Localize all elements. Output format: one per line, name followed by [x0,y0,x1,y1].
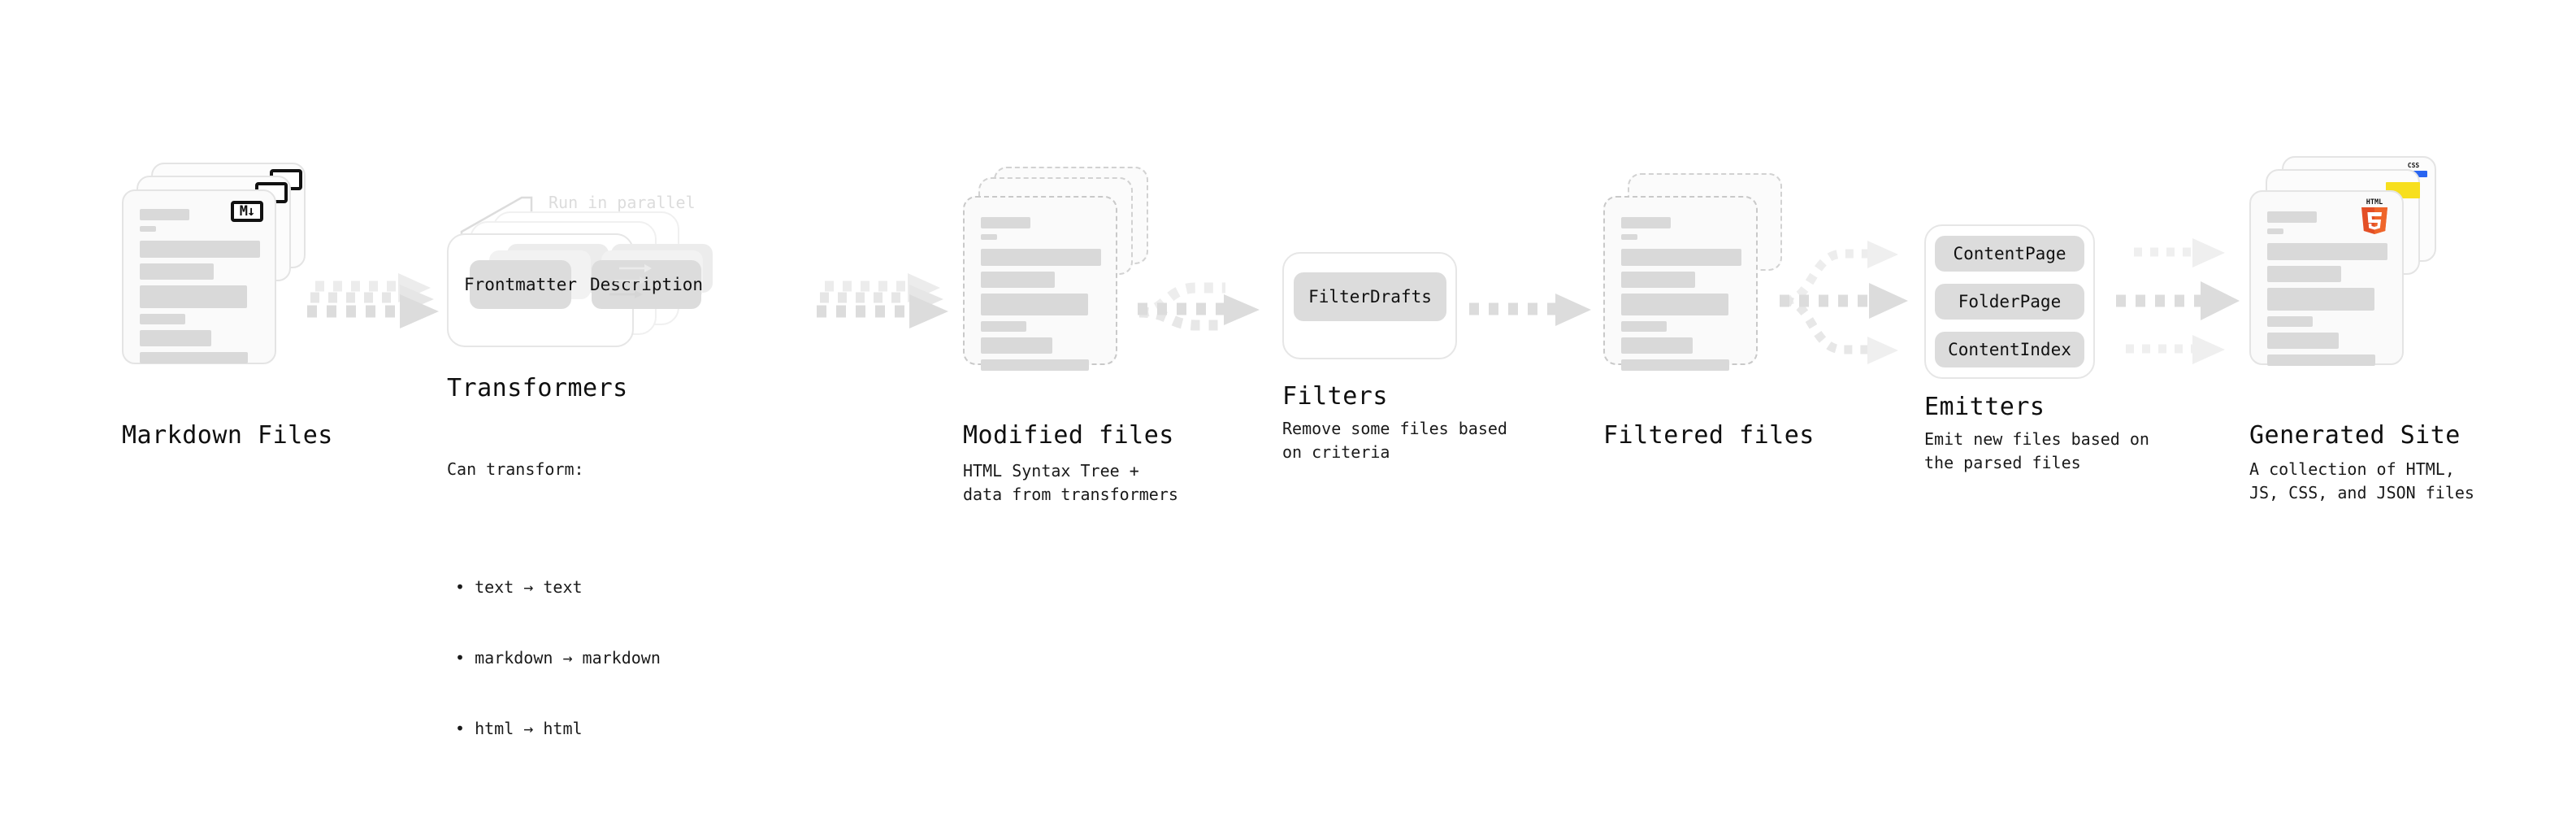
content-bar [2267,228,2284,234]
content-bar [2267,211,2317,223]
stage-subtitle-modified-files: HTML Syntax Tree + data from transformer… [963,461,1178,504]
content-bar [1621,321,1667,332]
content-bar [981,272,1055,288]
svg-text:HTML: HTML [2366,198,2383,207]
css-badge-label: CSS [2407,162,2420,169]
run-in-parallel-label: Run in parallel [549,193,696,212]
content-bar [2267,316,2314,327]
content-bar [2267,266,2341,282]
stage-title-filters: Filters [1282,382,1388,411]
stage-title-modified-files: Modified files [963,421,1174,450]
content-bar [1621,359,1730,371]
modified-file-content [981,217,1104,371]
content-bar [981,359,1090,371]
content-bar [2267,333,2339,349]
stage-subtitle-filters: Remove some files based on criteria [1282,419,1507,462]
content-bar [981,337,1052,354]
content-bar [140,241,261,258]
emitter-chip-folderpage[interactable]: FolderPage [1935,284,2084,320]
stage-title-transformers: Transformers [447,374,628,402]
emitter-chip-contentpage[interactable]: ContentPage [1935,236,2084,272]
markdown-badge: M↓ [231,201,263,222]
content-bar [140,263,214,280]
content-bar [2267,243,2388,260]
html5-badge: HTML [2361,198,2387,234]
conn-filters-to-filtered [1469,294,1591,326]
modified-file-card [963,196,1117,371]
content-bar [981,249,1102,266]
stage-title-markdown-files: Markdown Files [122,421,333,450]
content-bar [1621,249,1742,266]
stage-subtitle-generated-site: A collection of HTML, JS, CSS, and JSON … [2249,459,2474,502]
content-bar [140,209,189,220]
content-bar [2267,288,2374,311]
transformer-chip-frontmatter[interactable]: Frontmatter [464,260,577,309]
stage-title-emitters: Emitters [1924,393,2045,421]
emitter-chip-contentindex[interactable]: ContentIndex [1935,332,2084,367]
content-bar [140,226,157,232]
transformer-internal-arrows [609,264,652,298]
conn-markdown-to-transformers [307,273,439,328]
conn-filtered-to-emitters [1780,241,1908,364]
conn-transformers-to-modified [817,273,948,328]
stage-title-generated-site: Generated Site [2249,421,2461,450]
site-file-card: HTML [2249,190,2404,366]
content-bar [140,285,247,308]
site-file-content [2267,211,2390,366]
content-bar [981,294,1088,315]
content-bar [140,352,249,363]
content-bar [981,321,1027,332]
transformers-bullet: • markdown → markdown [455,648,661,668]
stage-title-filtered-files: Filtered files [1603,421,1815,450]
conn-modified-to-filters [1138,282,1260,331]
filtered-file-content [1621,217,1744,371]
content-bar [1621,272,1695,288]
markdown-badge-label: M↓ [239,202,256,220]
stage-subtitle-emitters: Emit new files based on the parsed files [1924,429,2149,472]
diagram-canvas: M↓ Markdown Files [122,156,2474,738]
markdown-file-content [140,209,262,363]
content-bar [1621,217,1671,228]
content-bar [1621,337,1693,354]
content-bar [981,234,998,240]
stage-subtitle-transformers: Can transform: • text → text • markdown … [447,411,661,835]
transformers-bullet: • text → text [455,577,583,597]
markdown-file-card: M↓ [122,189,276,364]
transformers-bullet: • html → html [455,719,583,738]
filter-chip-filterdrafts[interactable]: FilterDrafts [1294,272,1446,321]
transformer-chip-description[interactable]: Description [590,260,703,309]
conn-emitters-to-site [2116,238,2240,364]
content-bar [1621,234,1638,240]
content-bar [2267,354,2376,366]
content-bar [1621,294,1728,315]
transformers-intro: Can transform: [447,459,584,479]
content-bar [140,314,186,324]
filtered-file-card [1603,196,1758,371]
content-bar [140,330,211,346]
content-bar [981,217,1030,228]
